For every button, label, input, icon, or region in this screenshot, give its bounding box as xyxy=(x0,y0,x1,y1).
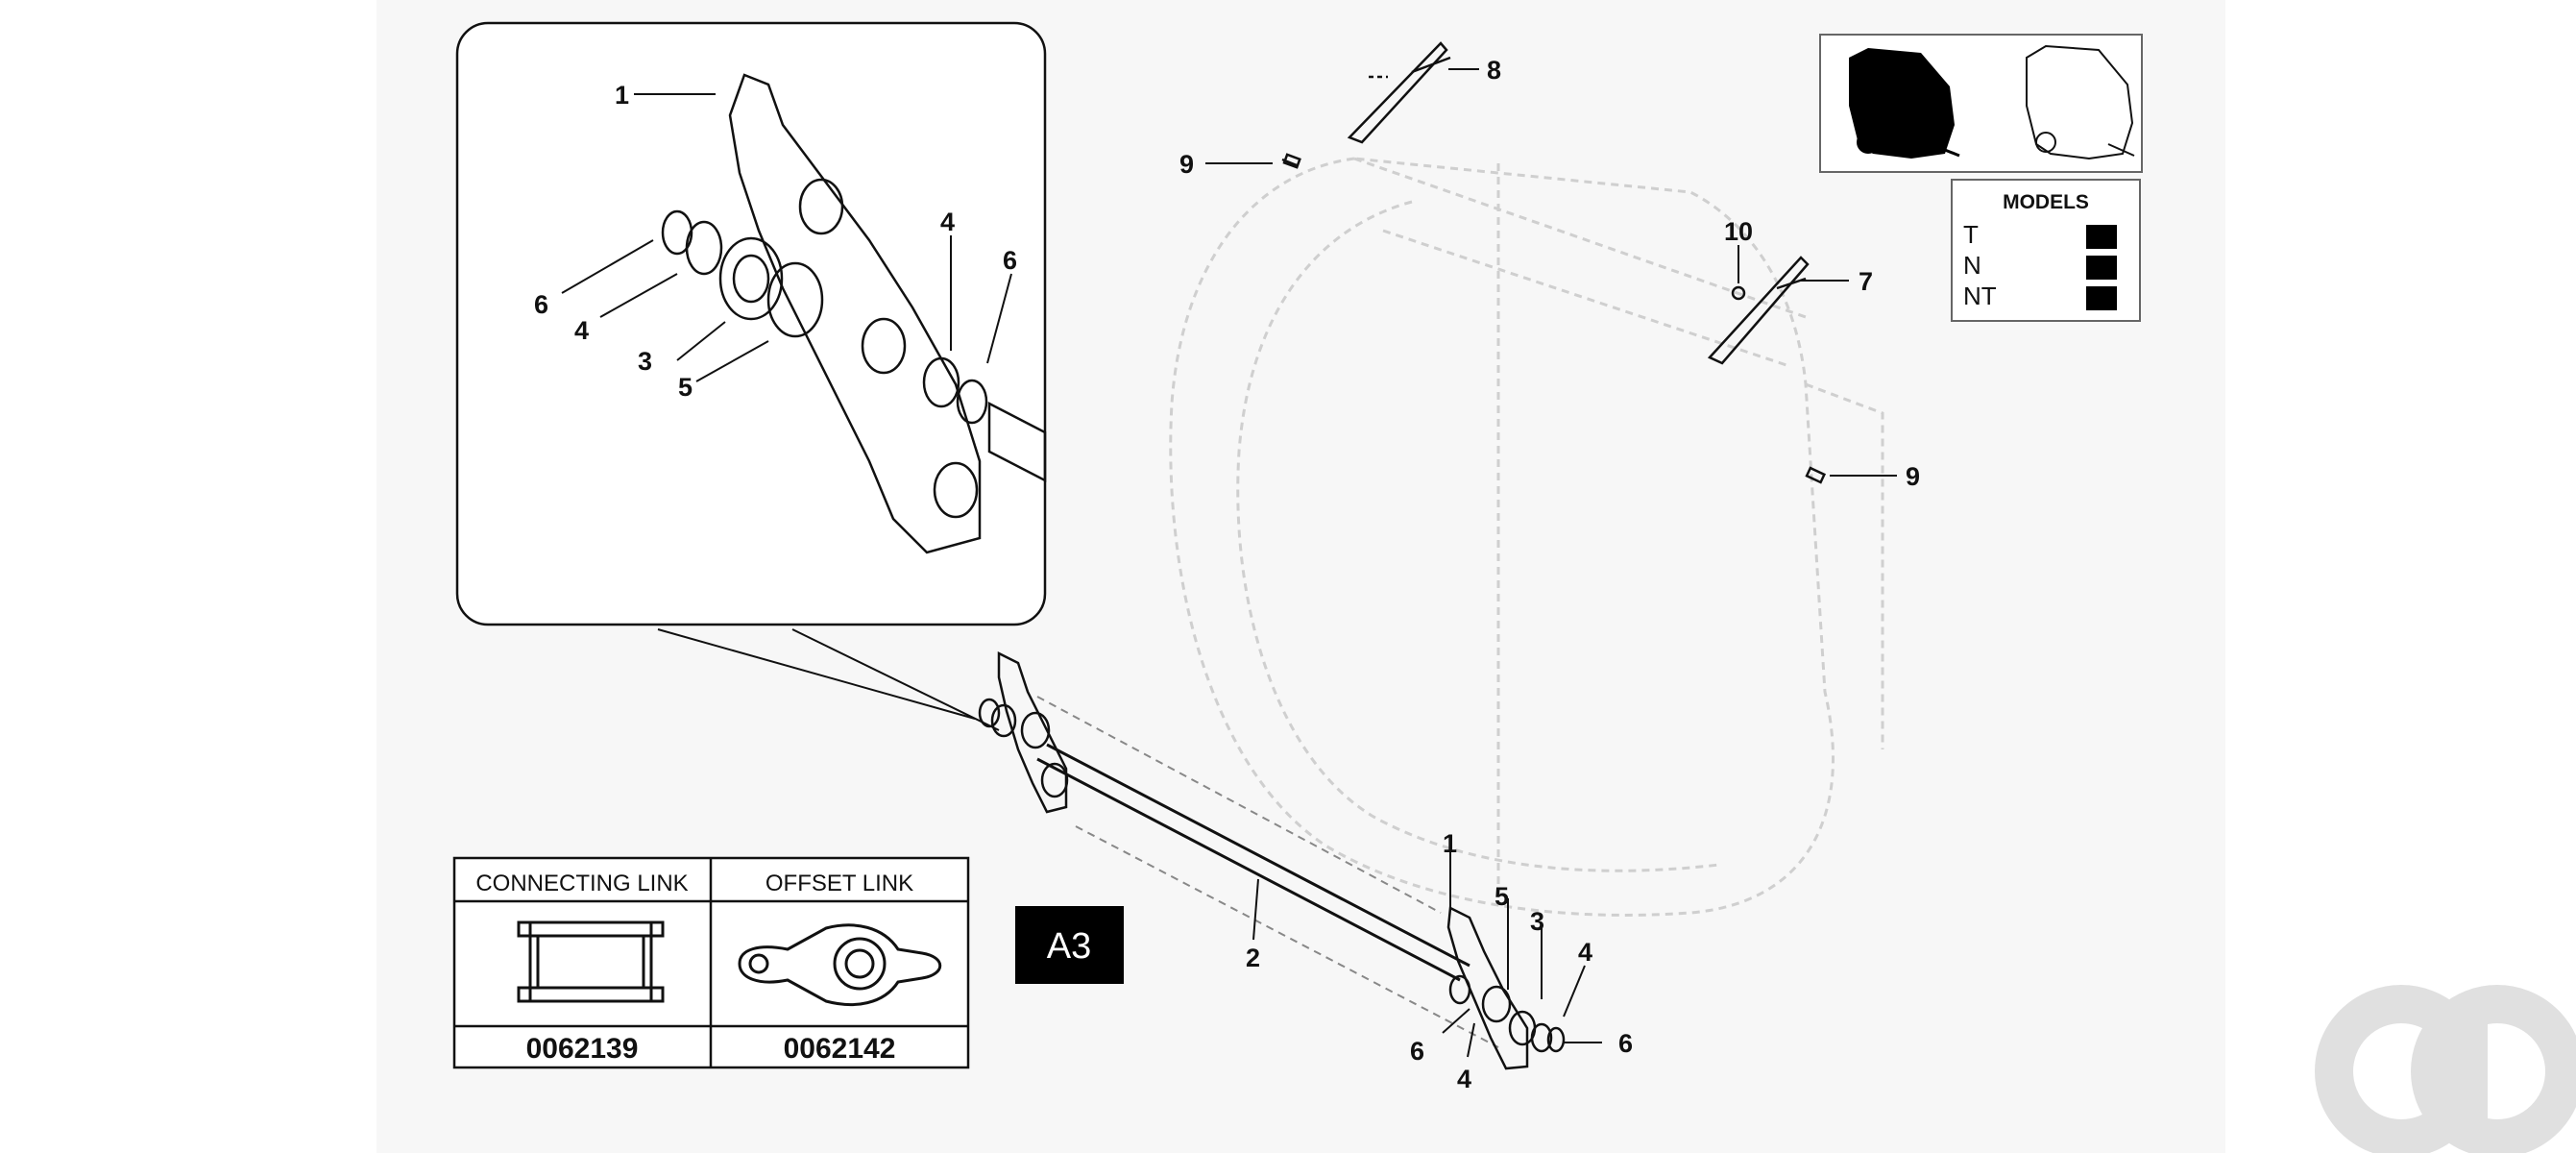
main-leader-lines xyxy=(1205,68,1897,1058)
callout-9-right: 9 xyxy=(1906,462,1920,491)
model-row-nt: NT xyxy=(1963,282,1997,310)
callout-detail-6b: 6 xyxy=(1003,246,1017,275)
callout-4-bottom: 4 xyxy=(1457,1065,1471,1093)
callout-detail-1: 1 xyxy=(615,81,629,110)
shaft-right-end xyxy=(1446,906,1566,1070)
offset-link-header: OFFSET LINK xyxy=(766,871,913,896)
link-legend-table: CONNECTING LINK OFFSET LINK 0062139 0062… xyxy=(452,856,970,1069)
offset-link-part-number: 0062142 xyxy=(784,1033,896,1065)
bolt-top xyxy=(1281,153,1301,169)
chain-guide-top xyxy=(1347,41,1451,144)
callout-3-main: 3 xyxy=(1530,907,1544,936)
callout-detail-4b: 4 xyxy=(940,208,955,236)
detail-inset: 1 6 4 3 5 4 6 xyxy=(455,21,1047,626)
machine-thumbnails xyxy=(1819,34,2143,173)
callout-6-main: 6 xyxy=(1410,1037,1424,1066)
model-nt-check xyxy=(2086,286,2117,310)
section-code: A3 xyxy=(1047,926,1091,967)
connecting-link-header: CONNECTING LINK xyxy=(475,871,688,896)
model-row-n: N xyxy=(1963,251,1981,280)
callout-8: 8 xyxy=(1487,56,1501,85)
section-badge: A3 xyxy=(1015,906,1124,984)
model-row-t: T xyxy=(1963,220,1979,249)
callout-2: 2 xyxy=(1246,944,1260,972)
callout-7: 7 xyxy=(1859,267,1873,296)
callout-detail-5: 5 xyxy=(678,373,693,402)
bearing-plate-chain xyxy=(728,73,982,554)
baler-outline-icon xyxy=(2026,44,2135,160)
watermark-logo xyxy=(2315,985,2576,1153)
offset-link-icon xyxy=(738,923,942,1007)
connecting-link-icon xyxy=(517,920,665,1003)
callout-5-main: 5 xyxy=(1495,882,1509,911)
zoom-lines xyxy=(657,628,1000,731)
callout-detail-3: 3 xyxy=(638,347,652,376)
models-box: MODELS T N NT xyxy=(1951,179,2141,322)
callout-9-top: 9 xyxy=(1179,150,1194,179)
callout-1-main: 1 xyxy=(1443,829,1457,858)
shaft-assembly xyxy=(978,650,1566,1070)
bolt-right xyxy=(1805,466,1827,484)
callout-10: 10 xyxy=(1724,217,1753,246)
callout-4-main: 4 xyxy=(1578,938,1592,967)
callout-detail-6: 6 xyxy=(534,290,548,319)
model-t-check xyxy=(2086,225,2117,249)
callout-detail-4: 4 xyxy=(574,316,589,345)
baler-silhouette-icon xyxy=(1849,48,1960,159)
callout-6-right: 6 xyxy=(1618,1029,1633,1058)
baler-frame-outline xyxy=(1169,157,1884,917)
shaft-left-end xyxy=(978,650,1069,814)
detail-leader-lines xyxy=(561,93,1012,382)
bearing-rings xyxy=(661,209,1047,483)
models-title: MODELS xyxy=(2003,191,2089,213)
connecting-link-part-number: 0062139 xyxy=(526,1033,639,1065)
model-n-check xyxy=(2086,256,2117,280)
